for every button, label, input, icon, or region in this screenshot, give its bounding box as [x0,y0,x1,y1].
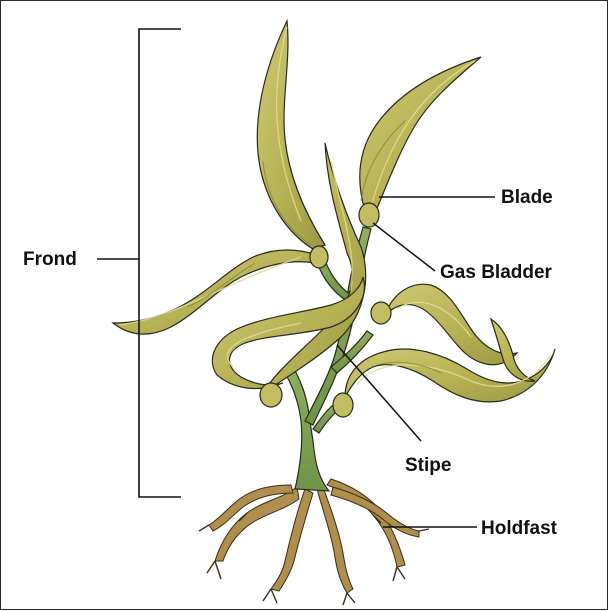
blade-label: Blade [501,188,553,207]
holdfast-label: Holdfast [481,519,557,538]
holdfast-roots [209,479,419,593]
blade-right-tip [491,319,535,381]
blades [113,21,555,402]
blade-upper-left [257,21,325,249]
blade-upper-right [360,57,481,213]
gas-bladder-label: Gas Bladder [440,263,552,282]
frond-bracket [97,29,181,497]
stipe-label: Stipe [405,456,451,475]
frond-label: Frond [23,250,77,269]
